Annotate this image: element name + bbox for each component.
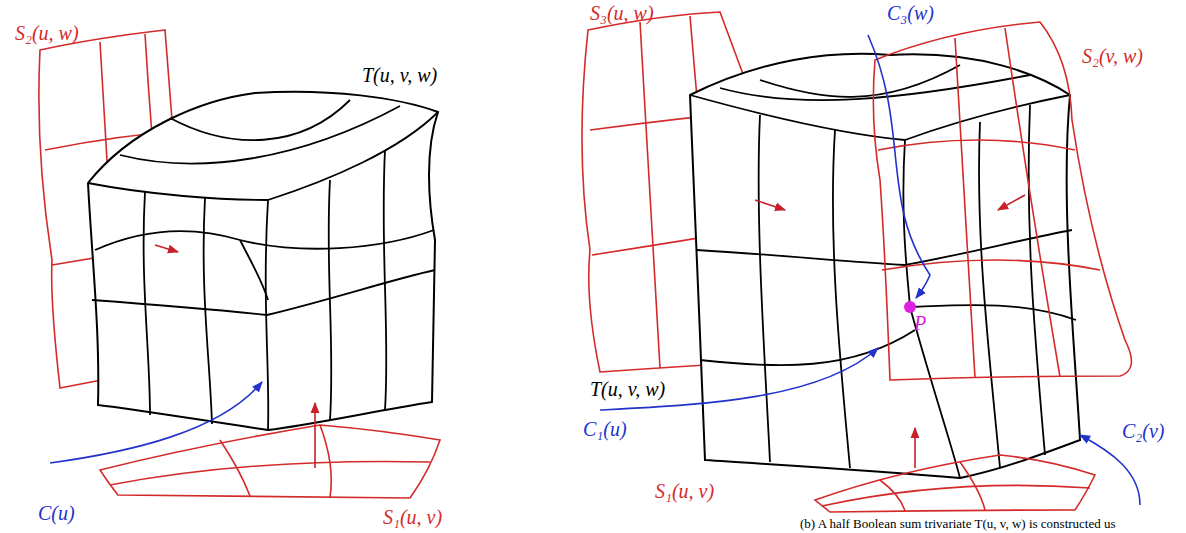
red-surface [815, 455, 1095, 512]
drawing-stroke [1029, 105, 1045, 455]
drawing-stroke [88, 183, 268, 200]
drawing-stroke [50, 382, 262, 463]
math-label: C₁(u) [583, 418, 627, 440]
drawing-stroke [878, 140, 1075, 150]
drawing-stroke [314, 403, 316, 468]
drawing-stroke [815, 455, 1095, 512]
drawing-stroke [88, 92, 438, 430]
math-label: S₃(u, w) [590, 2, 654, 24]
math-label: S₂(u, w) [15, 22, 79, 44]
figure-caption: (b) A half Boolean sum trivariate T(u, v… [800, 516, 1116, 531]
red-surface [873, 22, 1131, 380]
drawing-stroke [759, 115, 770, 462]
drawing-stroke [384, 150, 387, 410]
volume-grid [88, 100, 438, 430]
math-label: C₃(w) [887, 2, 934, 24]
drawing-stroke [170, 100, 350, 140]
drawing-stroke [998, 195, 1025, 210]
math-label: S₂(v, w) [1082, 45, 1143, 67]
drawing-stroke [329, 180, 332, 420]
drawing-stroke [268, 112, 438, 200]
drawing-stroke [755, 200, 785, 210]
drawing-stroke [873, 22, 1131, 380]
drawing-stroke [833, 130, 850, 468]
drawing-stroke [700, 330, 915, 365]
math-label: T(u, v, w) [362, 64, 437, 86]
drawing-stroke [979, 122, 1000, 468]
leader-arrows [600, 35, 1140, 505]
trivariate-volume [88, 92, 438, 430]
drawing-stroke [914, 428, 916, 468]
red-surface [100, 425, 440, 498]
point-marker [904, 301, 916, 313]
drawing-stroke [1005, 28, 1060, 377]
drawing-stroke [903, 140, 960, 478]
drawing-stroke [822, 485, 1090, 506]
drawing-stroke [640, 22, 660, 368]
drawing-stroke [320, 425, 331, 497]
drawing-stroke [868, 35, 930, 298]
drawing-stroke [100, 425, 440, 498]
drawing-stroke [720, 75, 1030, 100]
drawing-stroke [95, 230, 434, 250]
drawing-stroke [910, 305, 1076, 320]
drawing-stroke [905, 95, 1070, 140]
drawing-stroke [882, 260, 1100, 270]
math-label: S₁(u, v) [655, 480, 714, 502]
drawing-stroke [240, 240, 268, 300]
math-label: S₁(u, v) [383, 506, 442, 528]
drawing-stroke [110, 461, 430, 485]
leader-arrows [50, 245, 315, 468]
drawing-stroke [155, 245, 178, 252]
drawing-stroke [697, 250, 905, 265]
math-label: P [914, 312, 926, 334]
drawing-stroke [1080, 435, 1140, 505]
math-label: T(u, v, w) [590, 378, 665, 400]
drawing-stroke [267, 270, 435, 315]
math-label: C(u) [38, 502, 75, 524]
math-label: C₂(v) [1122, 420, 1165, 442]
drawing-stroke [955, 38, 975, 378]
volume-grid [690, 65, 1076, 478]
drawing-stroke [120, 106, 400, 163]
drawing-stroke [92, 300, 267, 315]
